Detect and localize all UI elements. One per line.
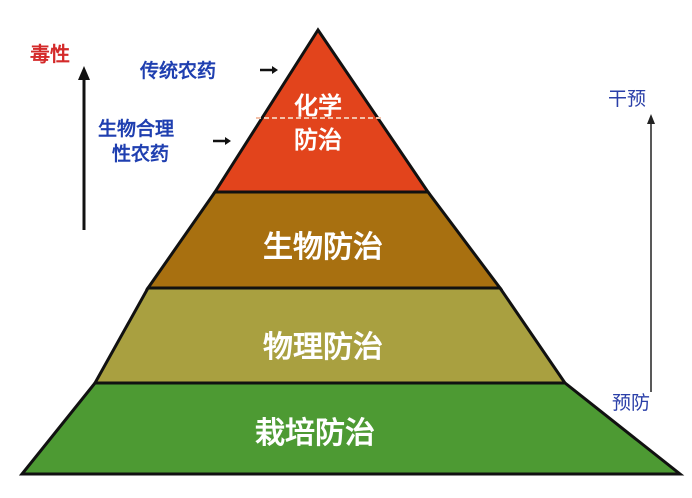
toxicity-label: 毒性 [30, 42, 70, 66]
cultivation-control-label: 栽培防治 [255, 416, 375, 451]
chemical-control-label-line1: 化学 [294, 92, 342, 120]
toxicity-arrow-head [78, 66, 90, 80]
pointer-arrow-head [225, 137, 231, 145]
bio-rational-label-line2: 性农药 [112, 143, 170, 165]
intervention-label: 干预 [608, 88, 647, 110]
biological-control-label: 生物防治 [263, 230, 383, 265]
bio-rational-label-line1: 生物合理 [98, 118, 175, 140]
layer-cultivation [18, 381, 685, 476]
intervention-arrow-head [647, 114, 655, 124]
physical-control-label: 物理防治 [263, 330, 383, 365]
chemical-control-label-line2: 防治 [294, 126, 342, 154]
pointer-arrow-head [272, 66, 278, 74]
prevention-label: 预防 [612, 392, 651, 414]
traditional-pesticide-label: 传统农药 [140, 60, 217, 82]
